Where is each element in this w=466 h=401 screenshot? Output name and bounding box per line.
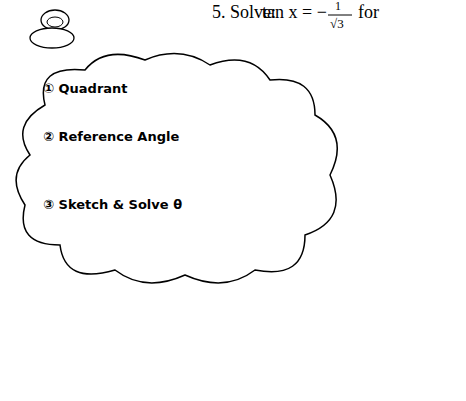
step-text: ① Quadrant (43, 81, 128, 97)
thought-cloud: ① Quadrant ② Reference Angle ③ Sketch & So… (5, 45, 350, 293)
problem-text: √3 (330, 17, 344, 30)
medium-bubble (30, 28, 74, 48)
cloud-path (16, 54, 337, 283)
step-text: ③ Sketch & Solve θ (43, 197, 182, 213)
problem-text: 1 (335, 0, 341, 12)
small-bubble (41, 10, 69, 30)
small-bubble-inner (47, 17, 63, 27)
problem-text: tan x = − (262, 3, 327, 21)
problem-text: for (358, 3, 379, 21)
step-text: ② Reference Angle (43, 129, 179, 145)
fraction-bar (328, 15, 352, 16)
